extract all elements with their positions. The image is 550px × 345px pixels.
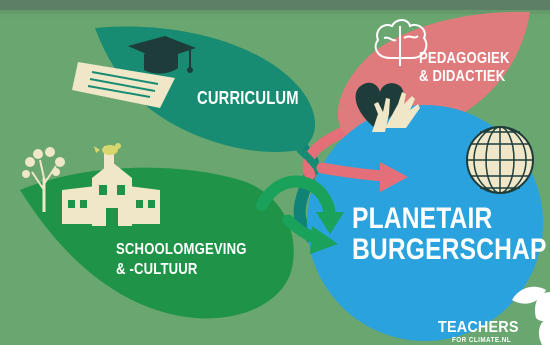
school-line-1: SCHOOLOMGEVING <box>116 241 247 258</box>
school-line-2: & -CULTUUR <box>116 261 198 278</box>
document-icon <box>72 62 175 108</box>
pedagogiek-line-2: & DIDACTIEK <box>419 68 506 85</box>
pedagogiek-label: PEDAGOGIEK & DIDACTIEK <box>419 50 510 86</box>
raised-hands-icon <box>372 92 420 132</box>
arrow-red-head <box>380 162 408 192</box>
leaf-logo-icon <box>512 286 550 345</box>
brain-icon <box>374 19 428 66</box>
globe-icon <box>466 126 534 194</box>
bird-icon <box>94 143 121 155</box>
curriculum-label: CURRICULUM <box>197 88 299 108</box>
school-label: SCHOOLOMGEVING & -CULTUUR <box>116 240 247 280</box>
arrow-green-upper-head <box>316 212 344 234</box>
planetair-line-1: PLANETAIR <box>352 202 493 235</box>
top-photo-fade <box>0 10 550 20</box>
tree-icon <box>22 147 65 212</box>
graduation-cap-icon <box>128 36 196 74</box>
pedagogiek-line-1: PEDAGOGIEK <box>419 50 510 67</box>
arrow-green-lower-head <box>310 226 338 254</box>
planetair-line-2: BURGERSCHAP <box>352 233 547 266</box>
logo-subtitle: FOR CLIMATE.NL <box>452 337 512 344</box>
arrow-green-upper <box>256 175 336 224</box>
school-building-icon <box>62 146 160 226</box>
planetair-label: PLANETAIR BURGERSCHAP <box>352 203 547 265</box>
logo-title: TEACHERS <box>438 319 519 336</box>
